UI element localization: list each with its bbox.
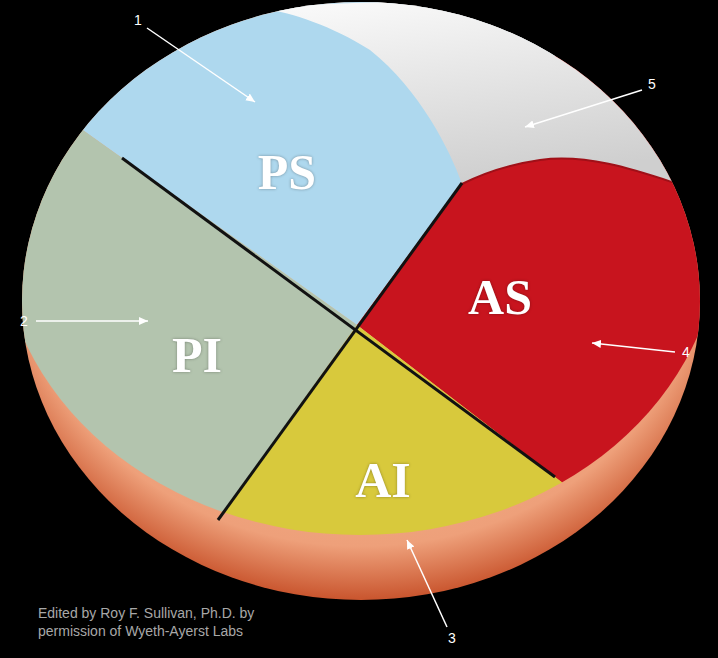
credit-note: Edited by Roy F. Sullivan, Ph.D. by perm… xyxy=(38,604,270,640)
callout-number: 1 xyxy=(134,12,142,28)
leader-arrow xyxy=(36,320,148,322)
callout-number: 3 xyxy=(448,630,456,646)
quadrant-shape xyxy=(216,318,572,546)
region-edge xyxy=(462,159,704,192)
quadrant: AI xyxy=(216,318,572,546)
leader-arrow xyxy=(147,28,255,102)
quadrant-divider xyxy=(122,158,555,477)
quadrant-label: AI xyxy=(355,451,411,509)
quadrant-label: AS xyxy=(468,268,532,326)
quadrant-divider xyxy=(218,183,462,520)
quadrant-label: PS xyxy=(258,143,316,201)
leader-arrow xyxy=(525,90,642,127)
callout-number: 4 xyxy=(682,344,690,360)
quadrant-label: PI xyxy=(172,326,222,384)
leader-arrow xyxy=(592,343,675,352)
callout-number: 2 xyxy=(20,313,28,329)
malleus-region xyxy=(262,2,704,192)
quadrant-fill xyxy=(216,325,572,546)
leader-arrow xyxy=(407,540,447,627)
callout-number: 5 xyxy=(648,76,656,92)
